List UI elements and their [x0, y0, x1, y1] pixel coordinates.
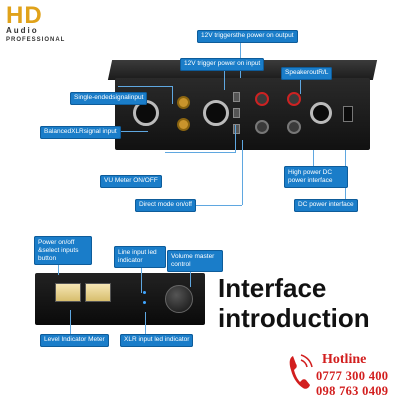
leader-line [192, 205, 242, 206]
callout-trigger-output: 12V triggersthe power on output [197, 30, 298, 43]
callout-volume: Volume master control [167, 250, 223, 272]
speaker-post-3 [287, 92, 301, 106]
callout-level-meter: Level Indicator Meter [40, 334, 109, 347]
callout-trigger-input: 12V trigger power on input [180, 58, 265, 71]
leader-line [141, 265, 142, 293]
amp-rear-panel [115, 78, 370, 150]
rca-input-2 [177, 118, 190, 131]
leader-line [224, 68, 225, 90]
leader-line [300, 76, 301, 94]
headline-line1: Interface [218, 273, 327, 303]
leader-line [242, 140, 243, 205]
brand-mark: HD [6, 2, 43, 29]
level-meter-right [85, 283, 111, 302]
headline-line2: introduction [218, 303, 370, 333]
leader-line [100, 131, 148, 132]
callout-direct-mode: Direct mode on/off [135, 199, 196, 212]
callout-xlr-led: XLR input led indicator [120, 334, 194, 347]
callout-speaker-out: SpeakeroutR/L [281, 67, 333, 80]
leader-line [165, 152, 235, 153]
amp-front-panel [35, 273, 205, 325]
high-power-dc-jack [310, 102, 332, 124]
leader-line [235, 125, 236, 153]
leader-line [172, 86, 173, 104]
dc-jack [343, 106, 353, 122]
callout-line-input-led: Line input led indicator [114, 246, 166, 268]
brand-name: Audio [6, 26, 39, 35]
hotline-phone-2[interactable]: 098 763 0409 [316, 384, 389, 398]
rca-input-1 [177, 96, 190, 109]
hotline-phone-1[interactable]: 0777 300 400 [316, 369, 389, 383]
callout-power-select: Power on/off &select inputs button [34, 236, 92, 266]
brand-logo: HD Audio PROFESSIONAL [6, 2, 86, 45]
brand-tagline: PROFESSIONAL [6, 37, 66, 43]
speaker-post-2 [255, 120, 269, 134]
callout-high-power-dc: High power DC power interface [284, 166, 348, 188]
volume-knob [165, 285, 193, 313]
leader-line [190, 270, 191, 287]
leader-line [145, 312, 146, 335]
line-led [143, 291, 146, 294]
level-meter-left [55, 283, 81, 302]
trigger-switch-1 [233, 92, 240, 102]
xlr-led [143, 301, 146, 304]
callout-single-ended: Single-endedsignalinput [70, 92, 148, 105]
speaker-post-1 [255, 92, 269, 106]
callout-vu-meter: VU Meter ON/OFF [100, 175, 162, 188]
vu-switch [233, 108, 240, 118]
direct-switch [233, 124, 240, 134]
callout-dc-power: DC power interface [294, 199, 358, 212]
speaker-post-4 [287, 120, 301, 134]
callout-balanced-xlr: BalancedXLRsignal input [40, 126, 121, 139]
hotline-title: Hotline [322, 352, 367, 367]
leader-line [118, 86, 172, 87]
xlr-input-right [203, 100, 229, 126]
leader-line [70, 310, 71, 335]
leader-line [313, 150, 314, 170]
phone-icon [289, 354, 313, 389]
